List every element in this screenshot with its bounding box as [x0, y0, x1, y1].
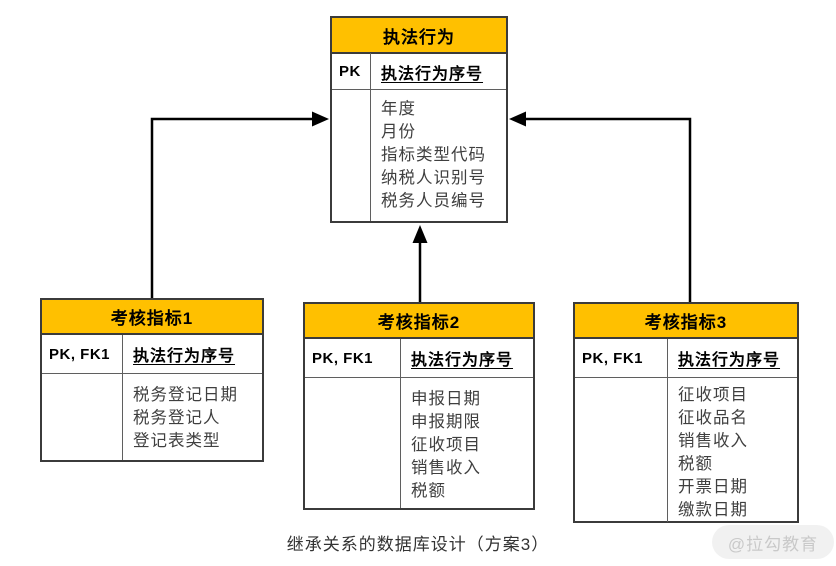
attribute: 税额 — [678, 455, 713, 473]
key-label: PK — [339, 63, 361, 80]
key-attribute: 执法行为序号 — [370, 52, 506, 91]
attribute: 征收品名 — [678, 409, 748, 427]
primary-key-row: PK 执法行为序号 — [332, 52, 506, 91]
attributes-left-cell — [575, 378, 667, 522]
arrowhead-right-icon — [312, 111, 329, 127]
attribute-list: 申报日期 申报期限 征收项目 销售收入 税额 — [400, 378, 533, 508]
attribute: 申报期限 — [411, 413, 481, 431]
attribute: 开票日期 — [678, 478, 748, 496]
attributes-section: 征收项目 征收品名 销售收入 税额 开票日期 缴款日期 — [575, 378, 797, 522]
attributes-section: 税务登记日期 税务登记人 登记表类型 — [42, 374, 262, 460]
attribute: 销售收入 — [411, 459, 481, 477]
attributes-left-cell — [305, 378, 400, 508]
watermark-badge: @拉勾教育 — [712, 525, 834, 559]
attribute: 登记表类型 — [133, 432, 221, 450]
attribute: 税务登记日期 — [133, 386, 238, 404]
key-attribute: 执法行为序号 — [122, 335, 262, 373]
primary-key-row: PK, FK1 执法行为序号 — [42, 335, 262, 374]
child-entity-table-1: 考核指标1 PK, FK1 执法行为序号 税务登记日期 税务登记人 登记表类型 — [40, 298, 264, 462]
attributes-left-cell — [42, 374, 122, 460]
attribute: 税务人员编号 — [381, 192, 486, 210]
attribute: 税务登记人 — [133, 409, 221, 427]
entity-title: 执法行为 — [332, 18, 506, 54]
attribute: 年度 — [381, 100, 416, 118]
attribute: 申报日期 — [411, 390, 481, 408]
watermark-text: @拉勾教育 — [727, 534, 819, 554]
attribute: 指标类型代码 — [381, 146, 486, 164]
attribute: 纳税人识别号 — [381, 169, 486, 187]
attribute: 征收项目 — [411, 436, 481, 454]
arrowhead-up-icon — [412, 225, 428, 243]
attributes-section: 申报日期 申报期限 征收项目 销售收入 税额 — [305, 378, 533, 508]
child-entity-table-2: 考核指标2 PK, FK1 执法行为序号 申报日期 申报期限 征收项目 销售收入… — [303, 302, 535, 510]
attribute: 缴款日期 — [678, 501, 748, 519]
key-attribute: 执法行为序号 — [667, 339, 797, 377]
key-label: PK, FK1 — [312, 349, 374, 367]
diagram-caption: 继承关系的数据库设计（方案3） — [286, 535, 550, 554]
arrow-child1-to-parent — [150, 111, 329, 298]
attributes-left-cell — [332, 90, 370, 221]
key-attribute: 执法行为序号 — [400, 339, 533, 377]
entity-title: 考核指标3 — [575, 304, 797, 339]
arrow-child3-to-parent — [509, 111, 692, 302]
attributes-section: 年度 月份 指标类型代码 纳税人识别号 税务人员编号 — [332, 90, 506, 221]
attribute-list: 征收项目 征收品名 销售收入 税额 开票日期 缴款日期 — [667, 378, 797, 522]
key-label: PK, FK1 — [582, 349, 644, 367]
primary-key-row: PK, FK1 执法行为序号 — [305, 339, 533, 378]
parent-entity-table: 执法行为 PK 执法行为序号 年度 月份 指标类型代码 纳税人识别号 税务人员编… — [330, 16, 508, 223]
attribute: 征收项目 — [678, 386, 748, 404]
key-label: PK, FK1 — [49, 345, 111, 363]
attribute-list: 年度 月份 指标类型代码 纳税人识别号 税务人员编号 — [370, 90, 506, 221]
child-entity-table-3: 考核指标3 PK, FK1 执法行为序号 征收项目 征收品名 销售收入 税额 开… — [573, 302, 799, 523]
entity-title: 考核指标2 — [305, 304, 533, 339]
arrow-child2-to-parent — [412, 225, 428, 302]
arrowhead-left-icon — [509, 111, 526, 127]
attribute: 月份 — [381, 123, 416, 141]
attribute: 销售收入 — [678, 432, 748, 450]
attribute-list: 税务登记日期 税务登记人 登记表类型 — [122, 374, 262, 460]
primary-key-row: PK, FK1 执法行为序号 — [575, 339, 797, 378]
entity-title: 考核指标1 — [42, 300, 262, 335]
attribute: 税额 — [411, 482, 446, 500]
